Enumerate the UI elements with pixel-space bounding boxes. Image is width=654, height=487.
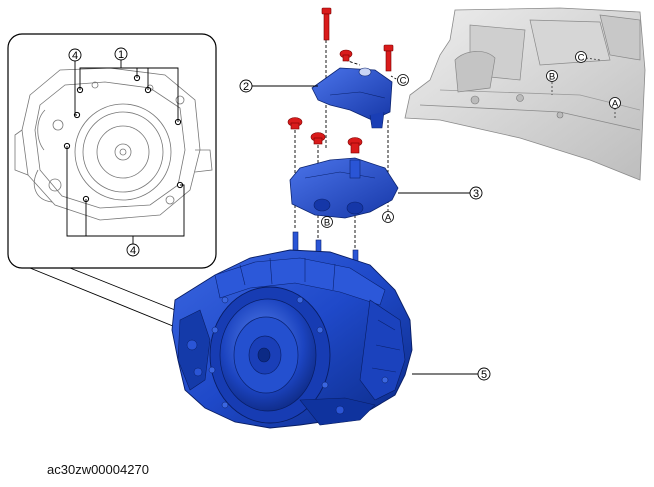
bolt-top-long [321, 7, 332, 41]
callout-4-bottom: 4 [126, 243, 140, 257]
housing-bolts [208, 296, 389, 409]
bolt-bracket-right [383, 44, 394, 72]
svg-text:5: 5 [481, 369, 487, 381]
inset-frame [7, 33, 217, 269]
svg-text:A: A [612, 99, 619, 110]
frame-letter-a: A [609, 97, 621, 110]
svg-text:B: B [324, 218, 330, 229]
svg-text:2: 2 [243, 81, 249, 93]
frame-letter-c: C [575, 51, 587, 64]
transmission-assembly [171, 231, 413, 429]
bolt-mount-mid [310, 132, 326, 145]
callout-1: 1 [114, 47, 128, 61]
zoom-line-lower [29, 267, 196, 336]
bracket-letter-c: C [390, 74, 409, 87]
svg-text:A: A [385, 213, 392, 224]
inset-leaders-4-bottom [66, 146, 185, 244]
bolt-mount-right [347, 137, 363, 154]
red-bolts [287, 7, 394, 154]
body-frame-illustration: B C A [404, 7, 646, 181]
svg-text:B: B [549, 72, 555, 83]
inset-leaders-1 [79, 60, 179, 122]
callout-2: 2 [239, 79, 318, 93]
figure-code: ac30zw00004270 [47, 462, 149, 477]
svg-text:4: 4 [72, 50, 78, 62]
callout-5: 5 [412, 367, 491, 381]
svg-text:C: C [578, 53, 585, 64]
callout-4-top: 4 [68, 48, 82, 62]
svg-text:1: 1 [118, 49, 124, 61]
bolt-bracket-small [339, 49, 353, 62]
svg-text:C: C [400, 76, 407, 87]
inset-panel: 1 4 4 [7, 33, 217, 336]
callout-3: 3 [398, 186, 483, 200]
inset-leaders-4-top [74, 60, 77, 116]
bolt-mount-left [287, 117, 303, 130]
frame-letter-b: B [546, 70, 558, 83]
engine-mount-lower [289, 157, 399, 219]
mount-letter-a: A [382, 205, 394, 224]
mount-bracket-upper [311, 67, 393, 129]
svg-text:3: 3 [473, 188, 479, 200]
mount-letter-b: B [321, 216, 333, 229]
svg-text:4: 4 [130, 245, 136, 257]
